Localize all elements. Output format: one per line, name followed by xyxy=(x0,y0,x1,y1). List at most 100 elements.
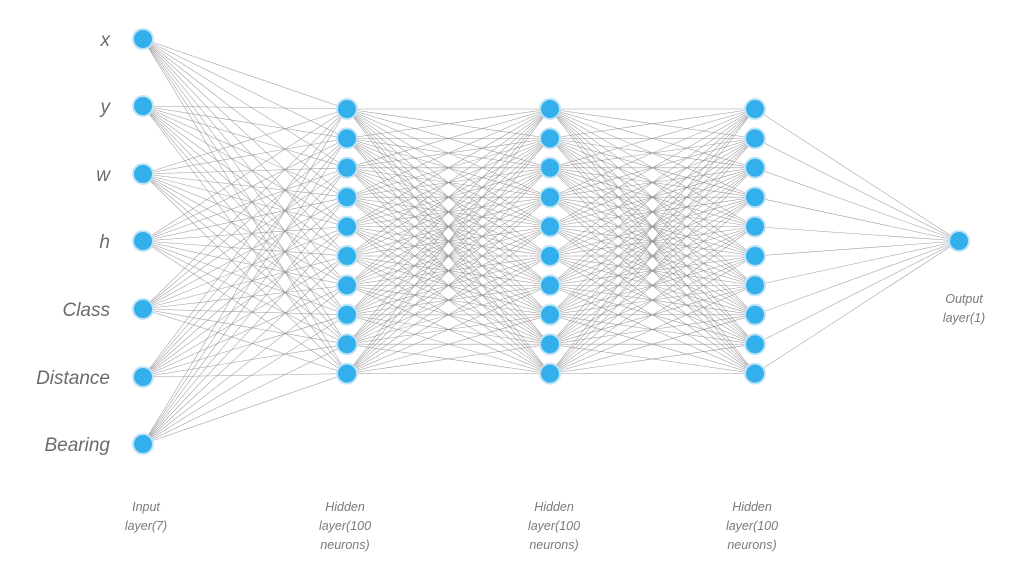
edge-input-4-to-hidden1-4 xyxy=(142,226,348,310)
caption-hidden2-line-2: neurons) xyxy=(529,538,578,552)
caption-hidden1-line-2: neurons) xyxy=(320,538,369,552)
edge-input-1-to-hidden1-9 xyxy=(142,105,348,374)
input-label-5: Distance xyxy=(36,368,110,389)
edge-input-0-to-hidden1-1 xyxy=(142,38,348,139)
neuron-hidden1-3 xyxy=(336,186,358,209)
edge-input-6-to-hidden1-5 xyxy=(142,255,348,445)
neuron-hidden2-1 xyxy=(539,127,561,150)
neuron-hidden3-0 xyxy=(744,98,766,120)
edge-hidden1-9-to-hidden2-6 xyxy=(346,285,551,374)
edge-hidden1-9-to-hidden2-3 xyxy=(346,196,551,374)
edge-hidden3-9-to-output-0 xyxy=(754,240,960,374)
caption-hidden3-line-0: Hidden xyxy=(732,500,772,514)
edge-input-3-to-hidden1-7 xyxy=(142,240,348,316)
edge-input-5-to-hidden1-8 xyxy=(142,343,348,378)
edge-input-3-to-hidden1-9 xyxy=(142,240,348,374)
edge-input-0-to-hidden1-3 xyxy=(142,38,348,198)
edge-input-2-to-hidden1-9 xyxy=(142,173,348,374)
neuron-hidden2-7 xyxy=(539,303,561,326)
neuron-hidden1-5 xyxy=(336,245,358,267)
edge-input-1-to-hidden1-5 xyxy=(142,105,348,257)
edge-input-3-to-hidden1-4 xyxy=(142,226,348,242)
edge-hidden3-1-to-output-0 xyxy=(754,138,960,242)
edge-hidden3-0-to-output-0 xyxy=(754,108,960,242)
edge-hidden1-2-to-hidden2-0 xyxy=(346,108,551,169)
edge-input-4-to-hidden1-5 xyxy=(142,255,348,310)
neuron-hidden2-2 xyxy=(539,156,561,179)
edge-hidden2-5-to-hidden3-0 xyxy=(549,108,756,257)
neuron-hidden2-5 xyxy=(539,245,561,267)
edge-input-3-to-hidden1-5 xyxy=(142,240,348,257)
neurons xyxy=(132,28,970,455)
edge-input-3-to-hidden1-2 xyxy=(142,167,348,242)
neuron-hidden3-9 xyxy=(744,362,766,385)
neuron-input-3 xyxy=(132,230,154,252)
edge-input-1-to-hidden1-8 xyxy=(142,105,348,345)
input-label-2: w xyxy=(96,165,111,186)
neuron-hidden2-6 xyxy=(539,274,561,297)
neuron-input-1 xyxy=(132,95,154,117)
edge-input-5-to-hidden1-7 xyxy=(142,314,348,378)
edge-hidden1-3-to-hidden2-0 xyxy=(346,108,551,198)
edge-input-1-to-hidden1-3 xyxy=(142,105,348,198)
neuron-input-6 xyxy=(132,433,154,455)
edge-hidden2-9-to-hidden3-5 xyxy=(549,255,756,374)
caption-input-line-1: layer(7) xyxy=(125,519,167,533)
edge-input-5-to-hidden1-9 xyxy=(142,373,348,378)
edge-hidden3-2-to-output-0 xyxy=(754,167,960,242)
edge-input-0-to-hidden1-8 xyxy=(142,38,348,345)
edge-hidden1-7-to-hidden2-0 xyxy=(346,108,551,315)
neuron-hidden3-5 xyxy=(744,245,766,267)
neuron-hidden3-3 xyxy=(744,186,766,209)
caption-hidden1: Hidden layer(100 neurons) xyxy=(319,500,371,552)
edge-input-1-to-hidden1-2 xyxy=(142,105,348,169)
edge-hidden2-3-to-hidden3-0 xyxy=(549,108,756,198)
edge-hidden3-8-to-output-0 xyxy=(754,240,960,345)
edge-hidden2-7-to-hidden3-0 xyxy=(549,108,756,315)
edge-input-0-to-hidden1-5 xyxy=(142,38,348,257)
edge-input-0-to-hidden1-7 xyxy=(142,38,348,315)
edge-input-6-to-hidden1-9 xyxy=(142,373,348,445)
edge-hidden1-6-to-hidden2-0 xyxy=(346,108,551,286)
edge-hidden2-8-to-hidden3-0 xyxy=(549,108,756,345)
edge-input-4-to-hidden1-1 xyxy=(142,138,348,310)
neuron-hidden3-2 xyxy=(744,156,766,179)
edge-hidden1-4-to-hidden2-0 xyxy=(346,108,551,227)
edge-input-3-to-hidden1-6 xyxy=(142,240,348,286)
neuron-hidden2-8 xyxy=(539,333,561,356)
edge-input-6-to-hidden1-0 xyxy=(142,108,348,445)
edge-hidden2-2-to-hidden3-0 xyxy=(549,108,756,169)
caption-hidden1-line-0: Hidden xyxy=(325,500,365,514)
edge-hidden1-9-to-hidden2-7 xyxy=(346,314,551,374)
edge-hidden2-6-to-hidden3-0 xyxy=(549,108,756,286)
edge-hidden1-9-to-hidden2-4 xyxy=(346,226,551,374)
edge-input-6-to-hidden1-1 xyxy=(142,138,348,445)
edge-input-2-to-hidden1-6 xyxy=(142,173,348,286)
edge-hidden1-9-to-hidden2-0 xyxy=(346,108,551,374)
edge-input-3-to-hidden1-0 xyxy=(142,108,348,242)
neuron-hidden2-4 xyxy=(539,215,561,238)
edge-hidden1-9-to-hidden2-5 xyxy=(346,255,551,374)
edge-input-0-to-hidden1-6 xyxy=(142,38,348,286)
edge-input-6-to-hidden1-4 xyxy=(142,226,348,445)
edge-input-0-to-hidden1-2 xyxy=(142,38,348,169)
edge-input-3-to-hidden1-8 xyxy=(142,240,348,345)
neuron-output-0 xyxy=(948,230,970,252)
edge-input-6-to-hidden1-3 xyxy=(142,197,348,445)
edge-hidden1-9-to-hidden2-8 xyxy=(346,343,551,374)
edge-input-6-to-hidden1-8 xyxy=(142,343,348,445)
caption-hidden1-line-1: layer(100 xyxy=(319,519,371,533)
input-label-1: y xyxy=(99,97,112,118)
caption-output-line-0: Output xyxy=(945,292,983,306)
neuron-hidden1-1 xyxy=(336,127,358,150)
edge-input-2-to-hidden1-2 xyxy=(142,167,348,175)
edge-hidden2-1-to-hidden3-0 xyxy=(549,108,756,139)
edge-input-5-to-hidden1-6 xyxy=(142,285,348,378)
edge-hidden2-9-to-hidden3-7 xyxy=(549,314,756,374)
edge-input-0-to-hidden1-9 xyxy=(142,38,348,374)
edge-input-5-to-hidden1-0 xyxy=(142,108,348,378)
